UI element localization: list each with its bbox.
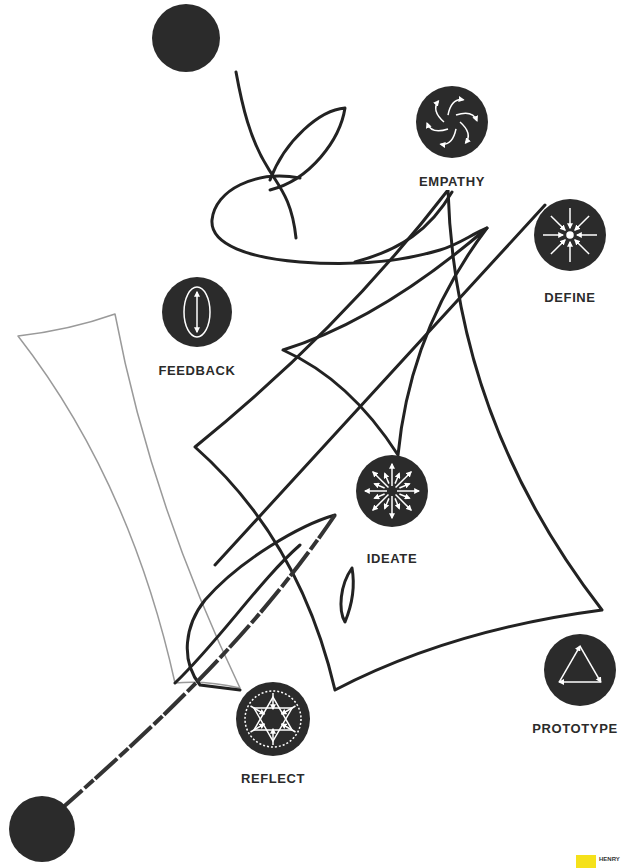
icon-arrow [575,216,589,230]
stage-circle [534,199,606,271]
icon-arrow [395,473,399,483]
scribble-line [215,205,545,565]
icon-arrow [399,484,409,488]
icon-arrow [272,693,274,709]
icon-arrow [373,495,389,511]
icon-dot [567,232,573,238]
stage-circle [544,634,616,706]
icon-arrow [448,100,463,115]
icon-arrow [456,113,477,121]
stage-circle-graphic [534,199,606,271]
scribble-line [175,545,300,683]
stage-icon [184,287,210,337]
stage-label: REFLECT [238,771,308,787]
icon-arrow [569,208,571,228]
stage-node: IDEATE [356,455,428,567]
stage-node: EMPATHY [414,86,490,190]
stage-circle-graphic [162,277,232,347]
icon-arrow [543,234,563,236]
stage-circle [356,455,428,527]
icon-arrow [551,216,565,230]
icon-arrow [391,464,393,486]
icon-ring [245,691,301,747]
brush-stroke [60,515,335,810]
stage-label: FEEDBACK [155,363,238,379]
icon-arrow [373,472,389,488]
icon-arrow [374,484,384,488]
icon-arrow [577,234,597,236]
scribble-shape [18,314,240,688]
stage-node: DEFINE [534,199,606,306]
icon-arrow [385,473,389,483]
stage-circle-graphic [236,682,310,756]
stage-circle-graphic [356,455,428,527]
icon-arrow [575,240,589,254]
stage-node: REFLECT [236,682,311,787]
stage-circle-graphic [544,634,616,706]
icon-arrow [272,729,274,745]
icon-arrow [250,724,264,732]
scribble-leaf [341,568,353,622]
stage-label: IDEATE [364,551,420,567]
stage-label: DEFINE [541,290,598,306]
logo-text: HENRY [599,856,620,863]
icon-arrow [196,292,198,332]
stage-node: PROTOTYPE [527,634,623,737]
icon-arrow [441,129,456,144]
icon-arrow [559,681,601,683]
scribble-leaf [270,108,345,190]
icon-arrow [282,706,296,714]
logo-block [576,855,596,868]
stage-icon [543,208,597,262]
start-dot [152,4,220,72]
stage-icon [245,691,301,747]
icon-arrow [365,490,387,492]
icon-arrow [427,123,448,131]
stage-label: PROTOTYPE [529,721,620,737]
icon-arrow [551,240,565,254]
icon-arrow [569,242,571,262]
icon-arrow [282,724,296,732]
stage-circle [416,86,488,158]
stage-circle [162,277,232,347]
scribble-line [236,72,296,238]
icon-arrow [385,498,389,508]
stage-icon [427,100,477,145]
end-dot [9,796,75,862]
icon-ring [184,287,210,337]
icon-arrow [436,101,444,122]
stage-node: FEEDBACK [153,277,241,379]
icon-arrow [396,472,412,488]
icon-arrow [397,490,419,492]
icon-arrow [460,122,468,143]
stage-label: EMPATHY [416,174,488,190]
icon-arrow [580,646,601,682]
scribble-loop [187,515,335,690]
icon-arrow [395,498,399,508]
stage-circle-graphic [416,86,488,158]
icon-arrow [250,706,264,714]
stage-icon [559,646,601,682]
icon-arrow [396,495,412,511]
stage-circle [236,682,310,756]
stage-icon [365,464,419,518]
icon-arrow [374,494,384,498]
icon-arrow [391,496,393,518]
icon-arrow [399,494,409,498]
icon-arrow [559,646,580,682]
